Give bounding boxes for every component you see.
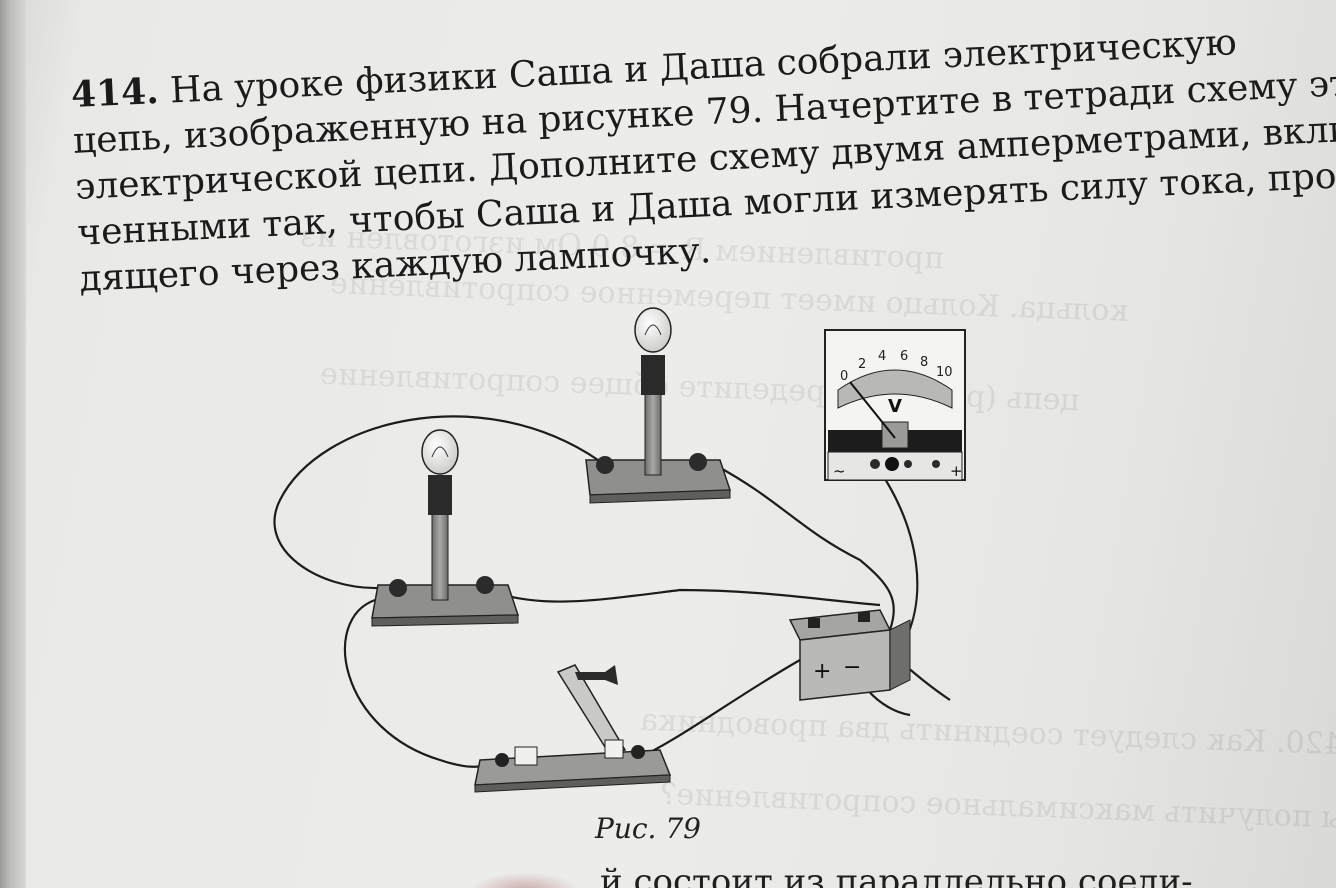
wire <box>487 588 881 607</box>
lamp-lower <box>371 429 520 627</box>
finger-shadow <box>470 872 580 888</box>
cut-off-text-line: й состоит из параллельно соеди- <box>600 862 1193 888</box>
scale-label: 2 <box>858 357 866 372</box>
terminal-knob <box>689 453 707 471</box>
wire <box>714 464 895 631</box>
voltmeter: 0 2 4 6 8 10 V ~ + <box>824 329 966 481</box>
terminal-knob <box>870 459 880 469</box>
battery-plus: + <box>813 659 831 684</box>
connecting-wires <box>273 415 951 768</box>
problem-text: 414. На уроке физики Саша и Даша собрали… <box>70 22 1336 303</box>
terminal-label-right: + <box>950 462 963 480</box>
battery-minus: − <box>843 655 861 680</box>
scale-label: 10 <box>936 365 953 380</box>
wire <box>273 415 599 590</box>
terminal-label-left: ~ <box>833 462 846 480</box>
battery: + − <box>788 609 911 701</box>
book-spine-edge <box>0 0 26 888</box>
knife-switch <box>474 664 672 793</box>
terminal-knob <box>932 460 940 468</box>
terminal-knob <box>389 579 407 597</box>
voltmeter-needle <box>849 381 896 439</box>
scale-label: 6 <box>900 349 908 364</box>
scale-label: 8 <box>920 355 928 370</box>
terminal-knob <box>476 576 494 594</box>
wire <box>343 598 496 768</box>
scale-label: 0 <box>840 369 848 384</box>
terminal-knob <box>904 460 912 468</box>
figure-caption: Рис. 79 <box>595 812 701 845</box>
problem-number: 414. <box>70 70 160 116</box>
circuit-figure: 0 2 4 6 8 10 V ~ + + − <box>273 307 966 793</box>
terminal-knob <box>885 457 899 471</box>
terminal-knob <box>596 456 614 474</box>
lamp-upper <box>585 307 732 504</box>
terminal-knob <box>495 753 509 767</box>
switch-handle <box>556 664 627 756</box>
voltmeter-unit: V <box>888 396 902 417</box>
terminal-knob <box>631 745 645 759</box>
scale-label: 4 <box>878 349 886 364</box>
